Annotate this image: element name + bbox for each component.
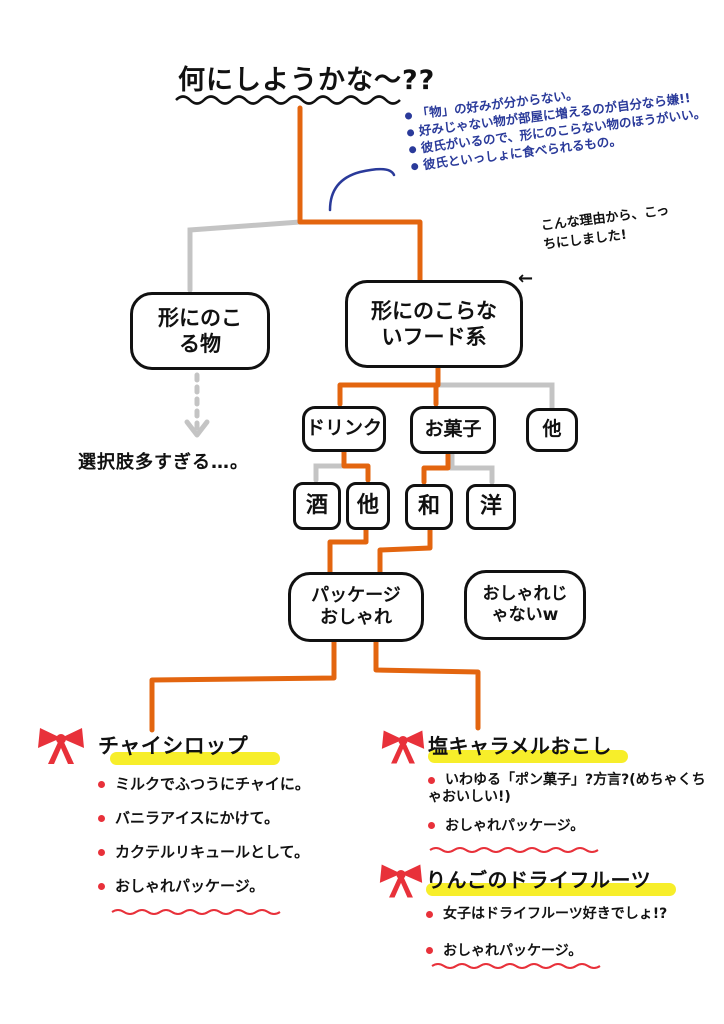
path-right-rec xyxy=(373,637,481,731)
reason-arrow: ← xyxy=(518,268,534,289)
branch-keep xyxy=(187,219,303,293)
branch-you xyxy=(449,452,495,485)
node-you: 洋 xyxy=(466,484,516,530)
list-item: 女子はドライフルーツ好きでしょ!? xyxy=(426,906,716,923)
squig-3 xyxy=(431,963,601,969)
node-sweets: お菓子 xyxy=(410,406,496,454)
branch-too-many-arrow xyxy=(184,419,210,438)
path-drink-other xyxy=(341,449,371,483)
squig-2 xyxy=(429,847,599,853)
highlight xyxy=(428,750,628,763)
list-item: いわゆる「ポン菓子」?方言?(めちゃくちゃおいしい!) xyxy=(428,772,706,805)
note-hook xyxy=(328,167,396,212)
highlight xyxy=(426,883,676,896)
ribbon-icon xyxy=(380,728,426,770)
path-food-split xyxy=(337,365,441,407)
branch-other1 xyxy=(433,382,555,411)
ribbon-icon xyxy=(378,862,424,904)
list-item: ミルクでふつうにチャイに。 xyxy=(98,775,310,793)
highlight xyxy=(110,752,280,765)
list-item: おしゃれパッケージ。 xyxy=(428,818,718,835)
node-keep: 形にのこる物 xyxy=(130,292,270,370)
node-not-stylish: おしゃれじゃないw xyxy=(464,570,586,640)
rec-points: 女子はドライフルーツ好きでしょ!? おしゃれパッケージ。 xyxy=(426,906,716,960)
rec-points: ミルクでふつうにチャイに。 バニラアイスにかけて。 カクテルリキュールとして。 … xyxy=(98,775,310,895)
rec-title: 塩キャラメルおこし xyxy=(428,734,612,758)
rec-points: いわゆる「ポン菓子」?方言?(めちゃくちゃおいしい!) おしゃれパッケージ。 xyxy=(428,772,718,834)
too-many-label: 選択肢多すぎる…。 xyxy=(78,452,249,473)
path-main xyxy=(297,105,423,283)
node-other1: 他 xyxy=(526,408,578,452)
node-other2: 他 xyxy=(346,482,390,530)
list-item: カクテルリキュールとして。 xyxy=(98,843,310,861)
squig-1 xyxy=(111,909,281,915)
node-drink: ドリンク xyxy=(302,406,386,452)
path-left-rec xyxy=(149,637,337,733)
rec-title: りんごのドライフルーツ xyxy=(426,868,652,892)
branch-sake xyxy=(313,449,347,483)
title-underline xyxy=(175,95,401,105)
list-item: おしゃれパッケージ。 xyxy=(426,943,716,960)
ribbon-icon xyxy=(36,726,86,770)
path-other2-down xyxy=(327,527,369,575)
node-sake: 酒 xyxy=(293,482,341,530)
page-title: 何にしようかな〜?? xyxy=(178,65,436,96)
node-stylish: パッケージおしゃれ xyxy=(288,572,424,642)
path-wa-down xyxy=(377,527,433,575)
node-food: 形にのこらないフード系 xyxy=(345,280,523,368)
list-item: バニラアイスにかけて。 xyxy=(98,809,310,827)
node-wa: 和 xyxy=(405,484,453,530)
rec-title: チャイシロップ xyxy=(98,734,249,758)
list-item: おしゃれパッケージ。 xyxy=(98,877,310,895)
path-sweets-wa xyxy=(421,452,451,485)
